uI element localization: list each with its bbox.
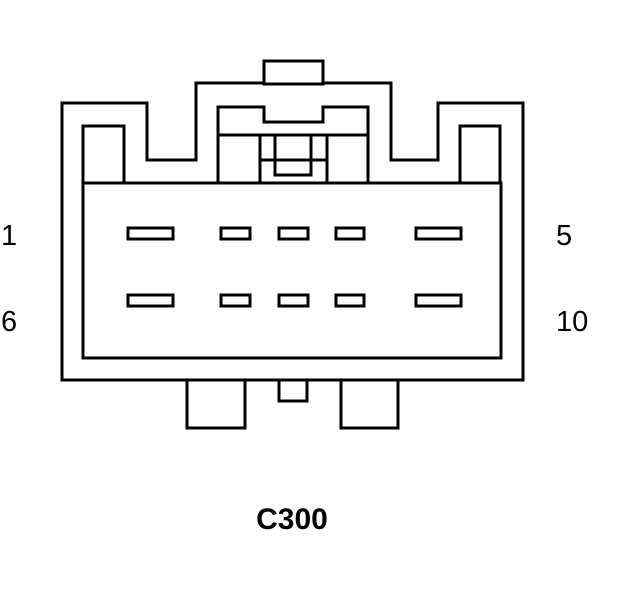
pin-1 [126,226,175,241]
pin-8 [277,293,310,308]
pin-10 [414,293,463,308]
pin-label-bottom-right: 10 [556,306,588,338]
latch-key [258,135,329,183]
pin-label-bottom-left: 6 [1,306,17,338]
pin-7 [219,293,252,308]
connector-id-label: C300 [256,503,328,536]
pin-3 [277,226,310,241]
left-guide [81,124,126,183]
right-guide [458,124,502,183]
center-key [277,378,309,403]
pin-9 [334,293,366,308]
pin-4 [334,226,366,241]
pin-cavity-face [81,181,503,360]
pin-6 [126,293,175,308]
latch-tab [262,59,325,86]
pin-2 [219,226,252,241]
latch-channel [216,105,370,183]
pin-5 [414,226,463,241]
pin-label-top-right: 5 [556,220,572,252]
right-foot [339,378,400,430]
left-foot [185,378,247,430]
pin-label-top-left: 1 [1,220,17,252]
